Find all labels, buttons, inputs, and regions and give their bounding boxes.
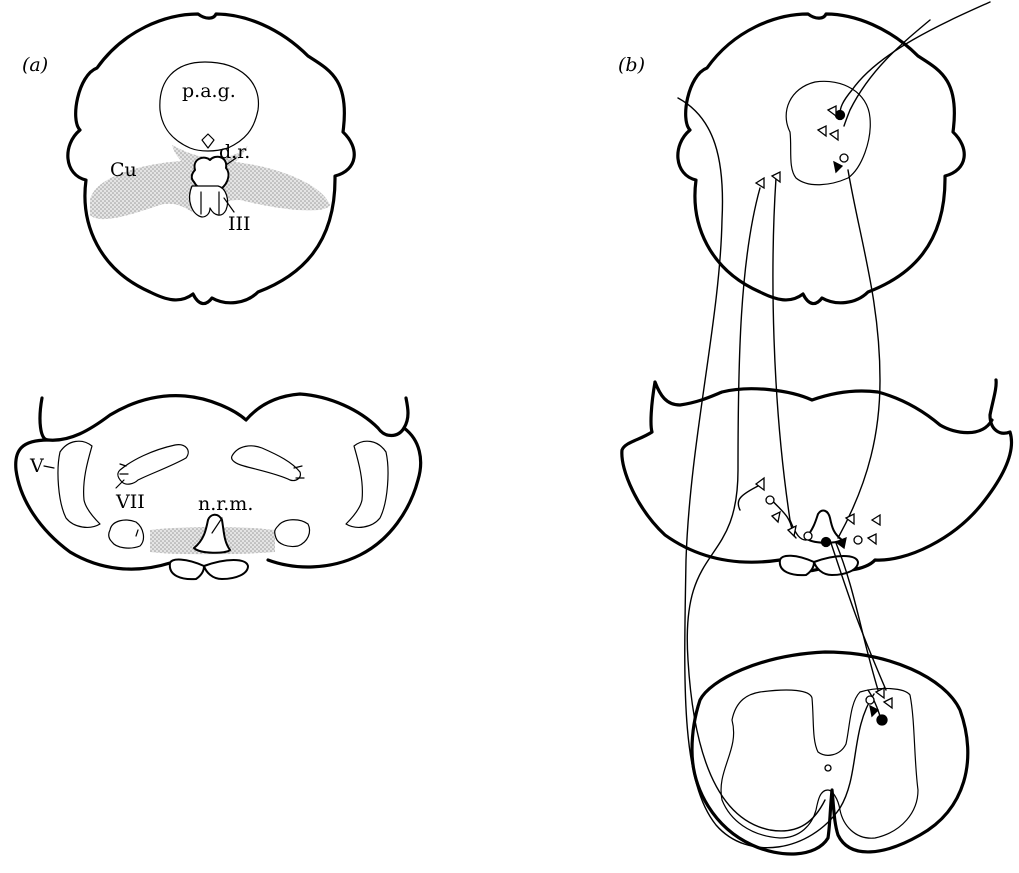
midbrain-section-b <box>678 14 964 304</box>
pag-region <box>160 62 259 151</box>
facial-nucleus-right <box>275 520 310 547</box>
trigeminal-left <box>58 441 100 527</box>
facial-nucleus-left <box>109 520 144 548</box>
oculomotor-label: III <box>228 213 251 235</box>
facial-left <box>118 445 188 485</box>
cuneiform-label: Cu <box>110 159 137 181</box>
facial-label: VII <box>115 491 145 513</box>
panel-a-label: (a) <box>22 54 48 76</box>
midbrain-section-a: p.a.g. d.r. Cu III <box>68 14 354 304</box>
raphe-magnus-label: n.r.m. <box>198 493 253 515</box>
spinal-cord-section-b <box>692 652 968 854</box>
pons-section-a: V VII n.r.m. <box>16 394 421 579</box>
terminal-markers <box>756 106 892 725</box>
trigeminal-label: V <box>29 455 44 477</box>
panel-b: (b) <box>618 2 1012 854</box>
panel-a: (a) p.a.g. d.r. Cu III <box>16 14 421 579</box>
facial-right <box>232 446 301 481</box>
dorsal-raphe-label: d.r. <box>219 141 250 163</box>
pag-label: p.a.g. <box>182 80 236 102</box>
oculomotor-nucleus <box>190 186 228 217</box>
trigeminal-right <box>346 441 388 527</box>
panel-b-label: (b) <box>618 54 645 76</box>
pons-section-b <box>622 380 1012 575</box>
